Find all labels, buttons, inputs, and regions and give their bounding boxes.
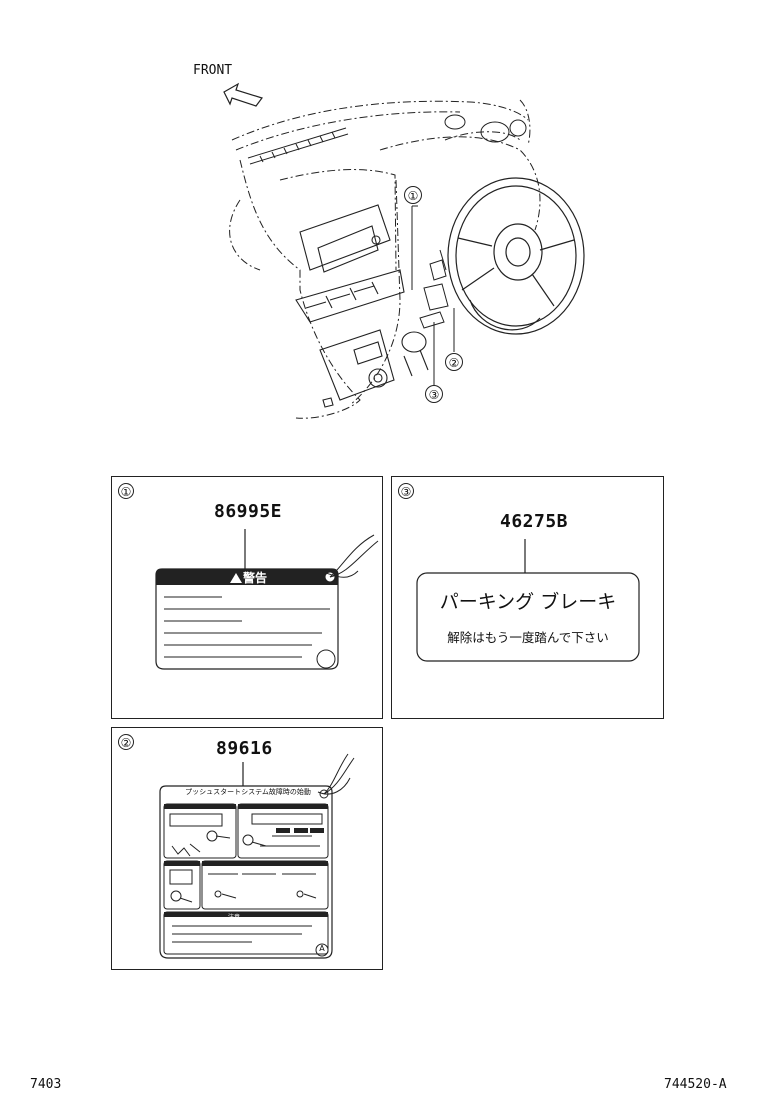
- part-number: 89616: [216, 738, 273, 759]
- panel-label-89616: ② 89616: [111, 727, 383, 970]
- parking-brake-text: パーキング ブレーキ: [439, 591, 617, 613]
- callout-1: ①: [404, 186, 422, 204]
- corner-mark: A: [319, 944, 325, 953]
- panel-index: ③: [398, 483, 414, 499]
- footer-left-code: 7403: [30, 1077, 62, 1092]
- front-label: FRONT: [193, 63, 233, 78]
- footer-right-code: 744520-A: [664, 1077, 727, 1092]
- part-number: 86995E: [214, 501, 283, 522]
- push-start-label-drawing: [159, 753, 355, 959]
- panel-label-46275b: ③ 46275B パーキング ブレーキ 解除はもう一度踏んで下さい: [391, 476, 664, 719]
- caution-text: 注意: [228, 914, 241, 921]
- warning-label-drawing: [155, 529, 379, 670]
- panel-index: ②: [118, 734, 134, 750]
- release-instruction-text: 解除はもう一度踏んで下さい: [447, 630, 609, 645]
- panel-index: ①: [118, 483, 134, 499]
- part-number: 46275B: [500, 511, 569, 532]
- callout-3: ③: [425, 385, 443, 403]
- front-arrow-icon: [223, 82, 263, 107]
- parking-label-drawing: [416, 539, 640, 662]
- panel-label-86995e: ① 86995E 警告: [111, 476, 383, 719]
- dashboard-drawing: [223, 82, 585, 419]
- overview-illustration: FRONT: [0, 0, 760, 440]
- callout-2: ②: [445, 353, 463, 371]
- push-start-header: プッシュスタートシステム故障時の始動: [185, 788, 311, 796]
- warning-header: 警告: [243, 571, 268, 585]
